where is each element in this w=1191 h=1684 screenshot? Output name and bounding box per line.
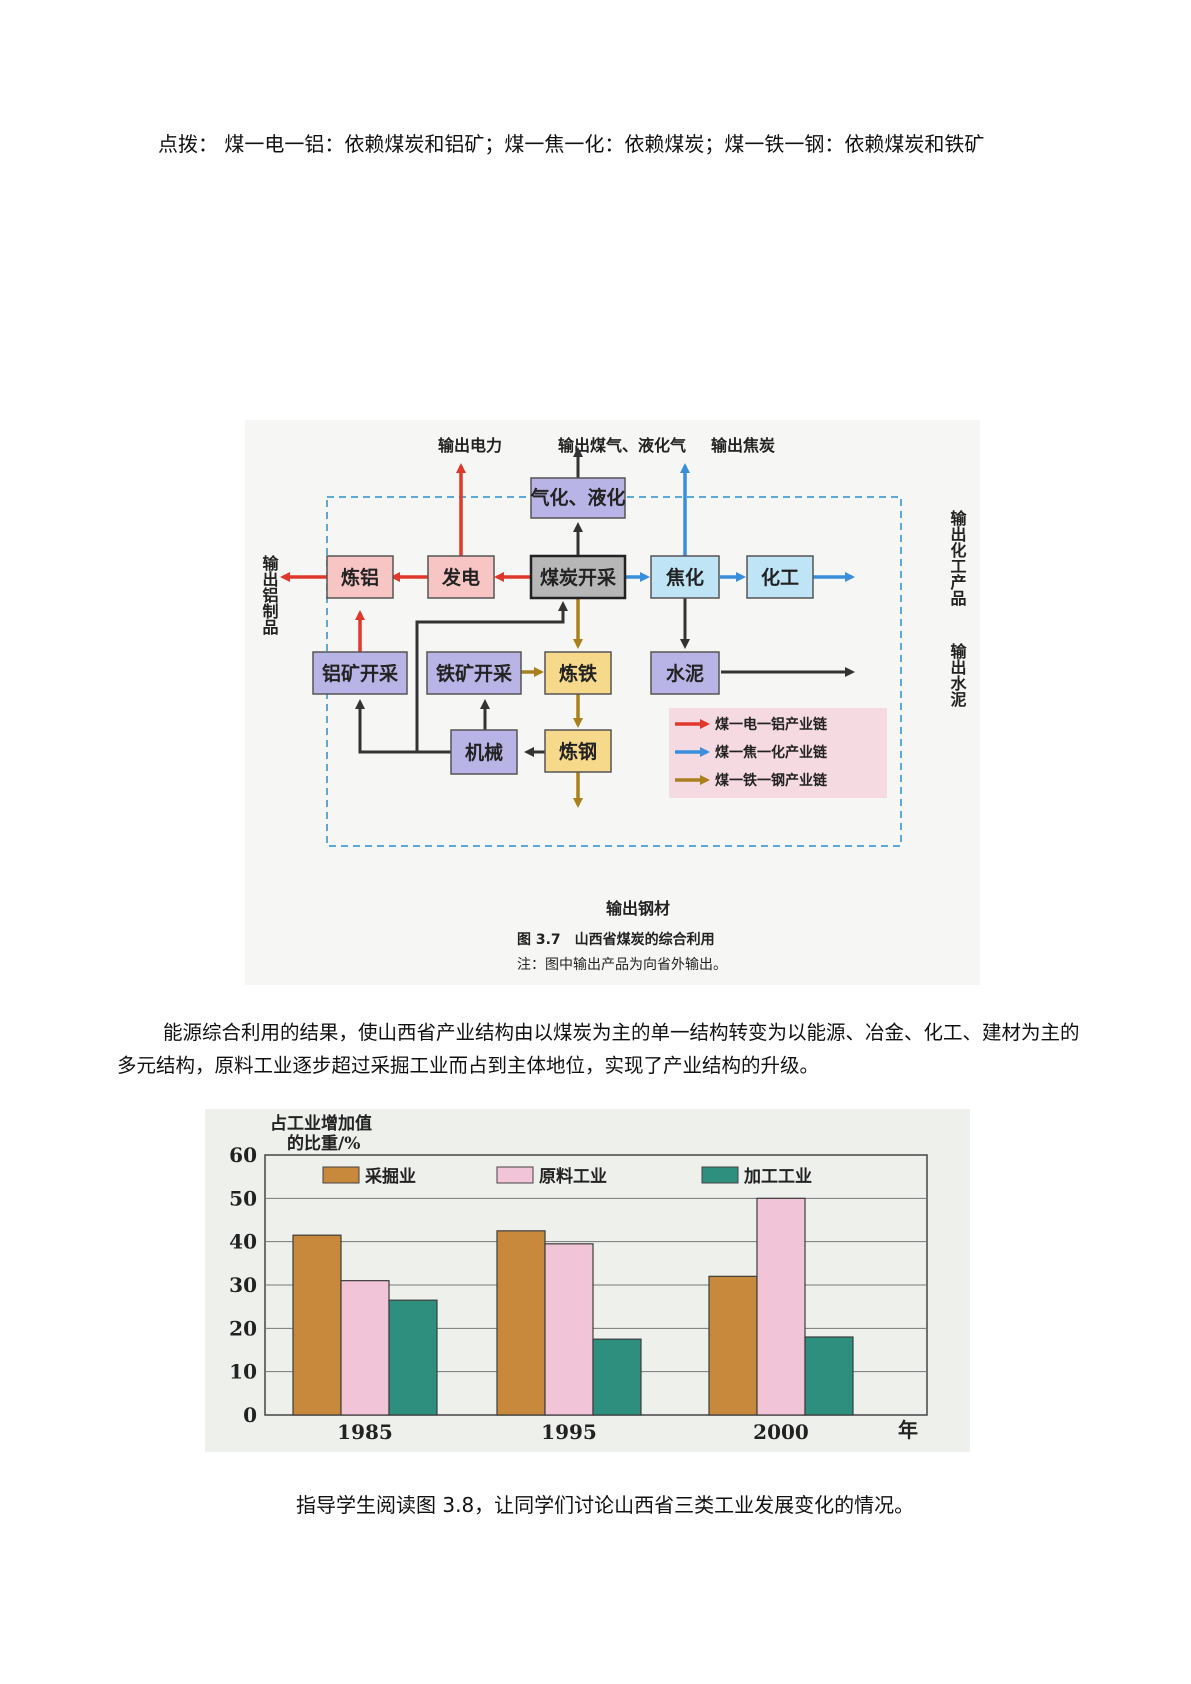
box-aluminum-smelting: 炼铝 [341,566,379,589]
legend-label: 原料工业 [539,1166,607,1187]
box-coking: 焦化 [665,566,704,589]
box-steel-making: 炼钢 [559,740,597,763]
chart-ytick-label: 50 [229,1186,257,1210]
legend-label: 加工工业 [743,1167,812,1187]
chart-bar [756,1197,806,1416]
chart-xlabel: 年 [898,1418,918,1442]
industry-share-bar-chart: 占工业增加值 的比重/% 0 10 20 30 40 50 60 1985 1995 2000 采… [205,1109,970,1452]
chart-ytick-label: 10 [229,1360,257,1384]
chart-bar [292,1234,342,1416]
box-coal-mining: 煤炭开采 [540,567,616,589]
chart-bar [592,1338,642,1416]
chart-ylabel-line1: 占工业增加值 [270,1113,372,1134]
output-cement: 输出水泥 [948,642,967,708]
chart-bar [544,1243,594,1416]
box-gasify: 气化、液化 [529,486,625,509]
box-iron-smelting: 炼铁 [559,662,597,685]
output-electricity: 输出电力 [438,436,502,455]
chart-bar [388,1299,438,1416]
chart-bar [708,1275,758,1416]
box-iron-ore-mining: 铁矿开采 [436,662,512,685]
chart-bar [340,1280,390,1416]
output-aluminum-products: 输出铝制品 [260,554,279,636]
chart-bar [496,1230,546,1416]
output-chemical-products: 输出化工产品 [948,509,967,607]
chart-bar [804,1336,854,1416]
guide-text: 指导学生阅读图 3.8，让同学们讨论山西省三类工业发展变化的情况。 [296,1493,915,1517]
diagram-caption: 图 3.7 山西省煤炭的综合利用 [517,931,715,948]
box-machinery: 机械 [465,741,503,764]
coal-utilization-diagram: 输出电力 输出煤气、液化气 输出焦炭 输出钢材 输出铝制品 输出化工产品 输出水… [245,420,980,985]
legend-red-chain: 煤一电一铝产业链 [715,716,828,733]
legend-swatch [322,1166,360,1184]
body-paragraph: 能源综合利用的结果，使山西省产业结构由以煤炭为主的单一结构转变为以能源、冶金、化… [117,1021,1080,1077]
legend-swatch [701,1166,739,1184]
diagram-note: 注：图中输出产品为向省外输出。 [517,957,727,973]
tip-text: 点拨： 煤一电一铝：依赖煤炭和铝矿；煤一焦一化：依赖煤炭；煤一铁一钢：依赖煤炭和… [158,132,985,156]
chart-ytick-label: 40 [229,1230,257,1254]
chart-ytick-label: 60 [229,1143,257,1167]
box-bauxite-mining: 铝矿开采 [322,662,398,685]
legend-brown-chain: 煤一铁一钢产业链 [715,772,828,789]
legend-label: 采掘业 [364,1166,416,1187]
chart-ytick-label: 30 [229,1273,257,1297]
chart-category-label: 2000 [753,1420,809,1444]
chart-ytick-label: 20 [229,1316,257,1340]
chart-ytick-label: 0 [243,1403,257,1427]
chart-category-label: 1995 [541,1420,597,1444]
output-steel: 输出钢材 [606,899,670,918]
box-cement: 水泥 [666,663,704,685]
legend-blue-chain: 煤一焦一化产业链 [715,744,828,761]
output-coke: 输出焦炭 [711,436,775,455]
output-gas: 输出煤气、液化气 [558,436,686,455]
chart-ylabel-line2: 的比重/% [287,1133,360,1154]
legend-swatch [496,1166,534,1184]
chart-category-label: 1985 [337,1420,393,1444]
box-chemical: 化工 [761,566,799,589]
box-power: 发电 [441,566,480,589]
